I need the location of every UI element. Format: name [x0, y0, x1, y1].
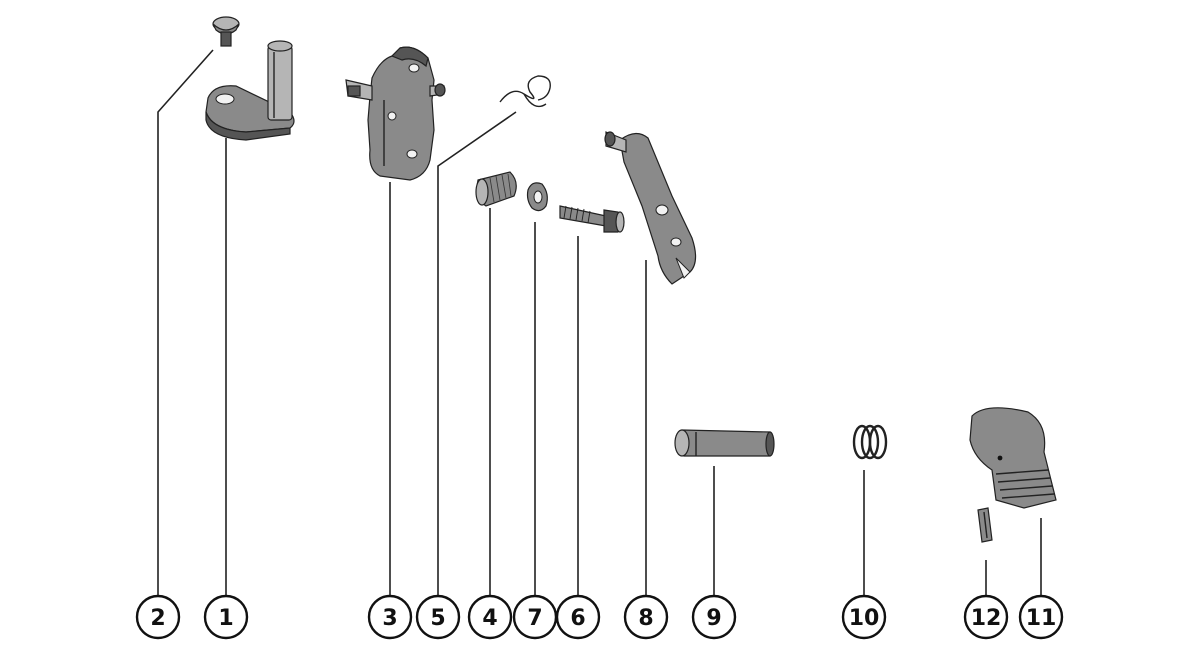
callout-4: 4 — [467, 594, 513, 640]
callout-label: 6 — [570, 606, 585, 631]
part-9-clevis-pin — [674, 429, 775, 457]
part-4-knurled-sleeve — [475, 171, 517, 207]
callout-8: 8 — [623, 594, 669, 640]
part-10-coil-spring — [852, 424, 888, 460]
part-8-lever-arm — [604, 131, 697, 285]
callout-label: 3 — [382, 606, 397, 631]
callout-label: 7 — [527, 606, 542, 631]
callout-label: 2 — [150, 606, 165, 631]
callout-label: 11 — [1026, 606, 1057, 631]
callout-label: 5 — [430, 606, 445, 631]
callout-1: 1 — [203, 594, 249, 640]
callout-label: 1 — [218, 606, 233, 631]
callout-11: 11 — [1018, 594, 1064, 640]
part-2-screw — [212, 16, 240, 47]
callout-7: 7 — [512, 594, 558, 640]
leader-2 — [157, 49, 214, 595]
callout-12: 12 — [963, 594, 1009, 640]
leader-5 — [437, 111, 517, 595]
part-3-bracket-housing — [345, 46, 446, 181]
callout-3: 3 — [367, 594, 413, 640]
callout-2: 2 — [135, 594, 181, 640]
leader-lines — [157, 49, 1042, 595]
callout-label: 12 — [971, 606, 1002, 631]
part-6-bolt — [559, 205, 625, 233]
callout-6: 6 — [555, 594, 601, 640]
callout-9: 9 — [691, 594, 737, 640]
callout-label: 9 — [706, 606, 721, 631]
part-11-handle-grip — [969, 407, 1057, 509]
callout-label: 8 — [638, 606, 653, 631]
callout-10: 10 — [841, 594, 887, 640]
callout-label: 4 — [482, 606, 497, 631]
part-5-wire-clip — [499, 75, 551, 108]
callout-5: 5 — [415, 594, 461, 640]
callout-label: 10 — [849, 606, 880, 631]
part-12-roll-pin — [977, 507, 993, 543]
part-7-nut — [526, 182, 548, 212]
part-1-plate-with-pin — [205, 40, 295, 141]
